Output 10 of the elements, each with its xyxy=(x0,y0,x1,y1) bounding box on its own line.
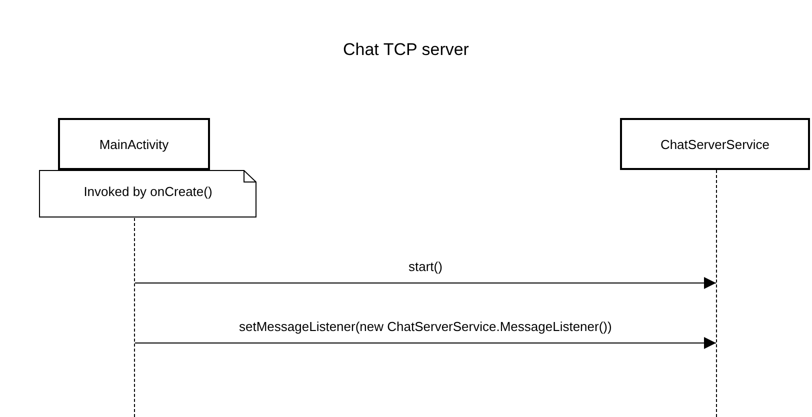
participant-box: ChatServerService xyxy=(620,118,810,170)
note: Invoked by onCreate() xyxy=(39,170,257,218)
lifeline xyxy=(716,170,718,417)
message-arrow xyxy=(134,337,716,349)
participant-box: MainActivity xyxy=(58,118,210,170)
message-label: setMessageListener(new ChatServerService.MessageListener()) xyxy=(237,319,614,334)
diagram-title: Chat TCP server xyxy=(343,40,469,59)
message-label: start() xyxy=(406,259,444,274)
lifeline xyxy=(134,218,136,417)
message-arrow xyxy=(134,277,716,289)
